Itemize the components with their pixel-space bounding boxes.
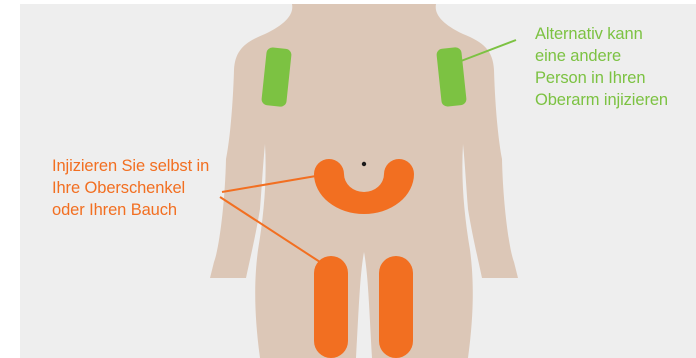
callout-arm-line-4: Oberarm injizieren: [535, 89, 668, 111]
callout-arm-line-2: eine andere: [535, 45, 668, 67]
callout-arm-line-3: Person in Ihren: [535, 67, 668, 89]
callout-self-line-2: Ihre Oberschenkel: [52, 177, 209, 199]
injection-zone-left-thigh: [314, 256, 348, 358]
injection-zone-right-thigh: [379, 256, 413, 358]
callout-self-injection-text: Injizieren Sie selbst in Ihre Oberschenk…: [52, 155, 209, 221]
navel: [362, 162, 366, 166]
diagram-panel: Alternativ kann eine andere Person in Ih…: [20, 4, 696, 358]
callout-arm-text: Alternativ kann eine andere Person in Ih…: [535, 23, 668, 111]
callout-arm-line-1: Alternativ kann: [535, 23, 668, 45]
callout-self-line-1: Injizieren Sie selbst in: [52, 155, 209, 177]
callout-self-line-3: oder Ihren Bauch: [52, 199, 209, 221]
